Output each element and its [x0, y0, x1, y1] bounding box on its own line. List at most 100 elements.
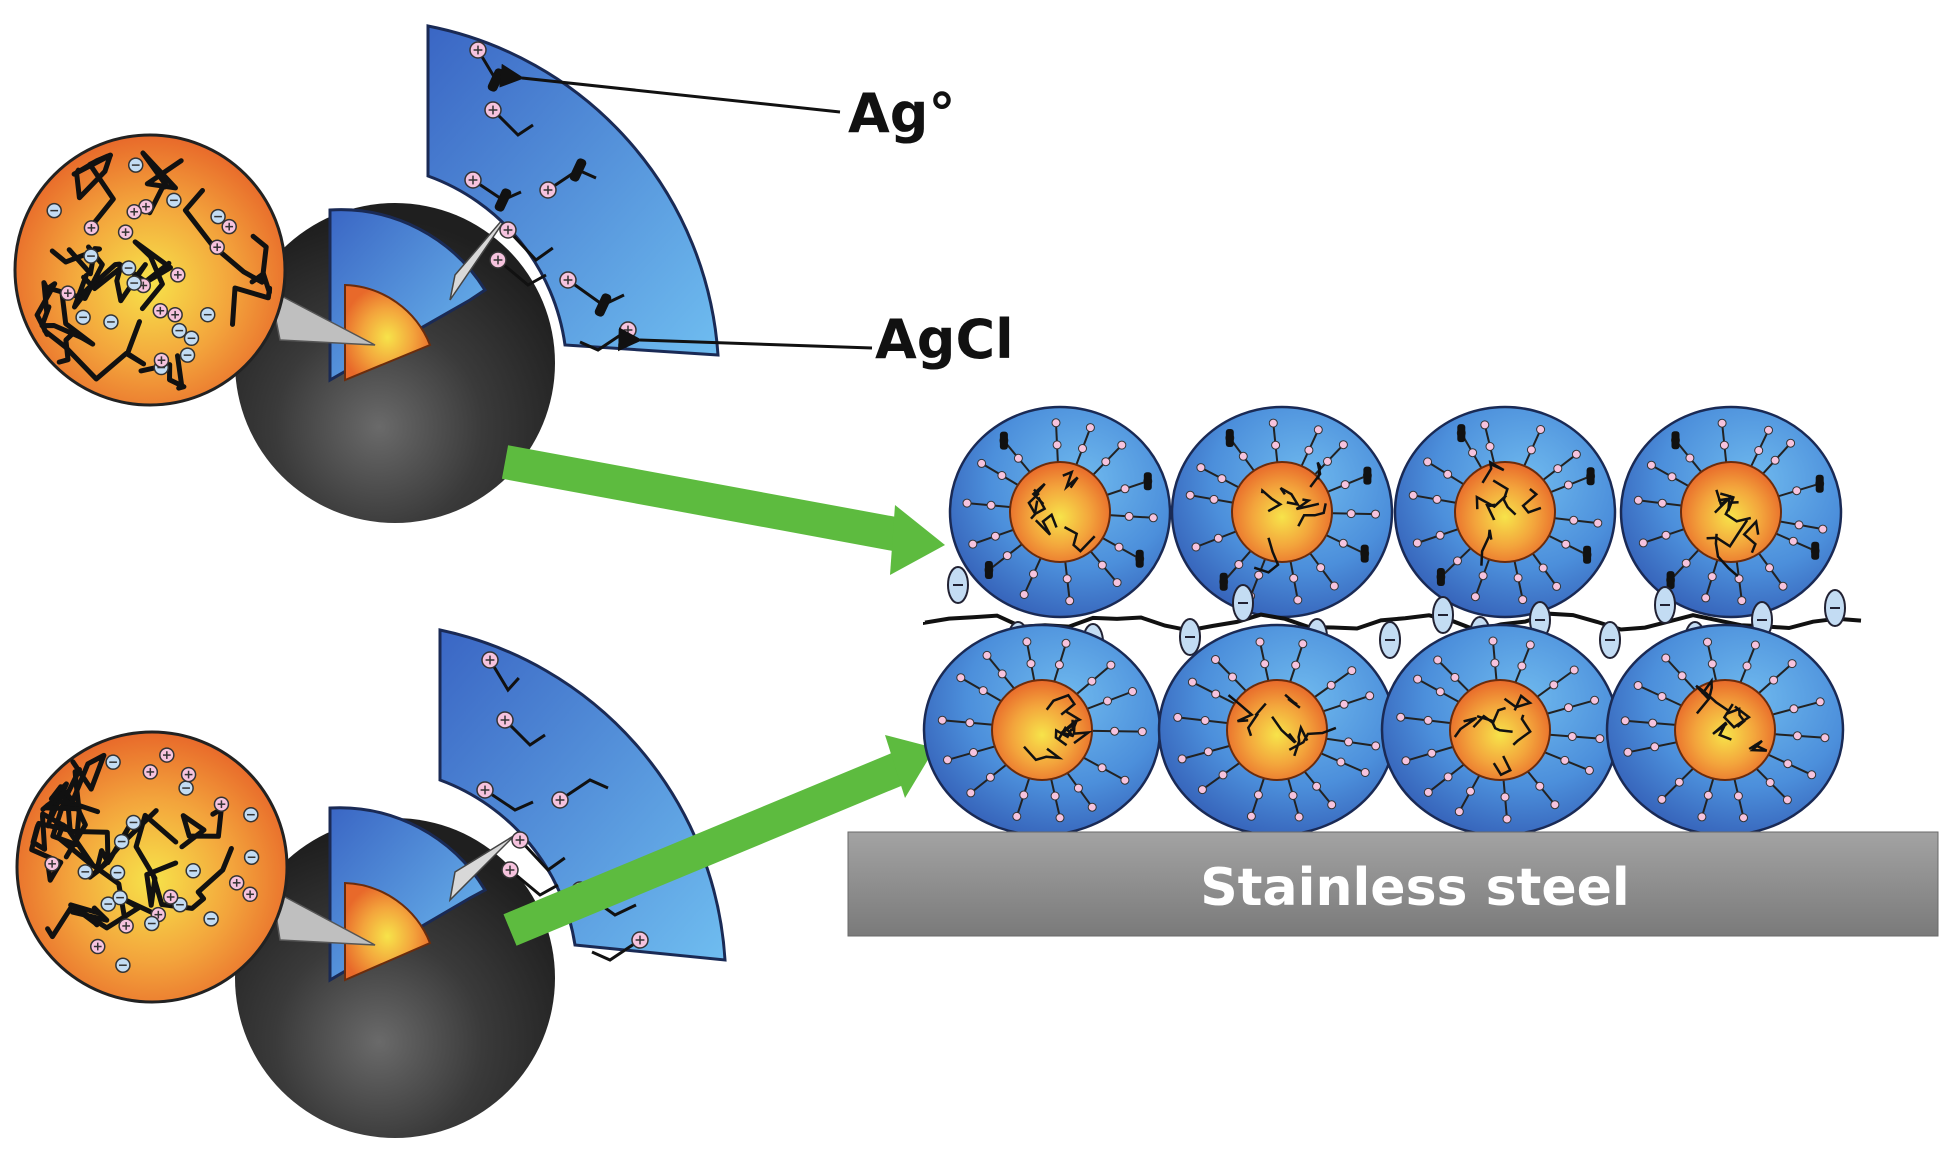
core-polymer-chain — [1033, 496, 1047, 515]
negative-charge-icon — [125, 814, 142, 831]
shell-polymer-chain — [509, 868, 559, 897]
positive-charge-icon — [469, 41, 487, 59]
negative-charge-icon — [109, 864, 126, 881]
cutaway-core-bottom — [344, 881, 432, 982]
negative-charge-icon — [199, 306, 216, 323]
positive-charge-icon — [90, 938, 106, 955]
ions-bottom — [44, 747, 260, 973]
negative-charge-icon — [1654, 586, 1676, 624]
negative-charge-icon — [243, 806, 259, 823]
core-polymer-chain — [1512, 714, 1532, 746]
core-polymer-chain — [1034, 512, 1058, 536]
negative-charge-icon — [1432, 596, 1454, 634]
positive-charge-icon — [559, 271, 577, 289]
polymer-chain — [29, 820, 71, 883]
positive-charge-icon — [489, 251, 507, 269]
core-polymer-chain — [1695, 677, 1713, 715]
nanoparticle-core — [1454, 461, 1556, 563]
polymer-chain — [48, 752, 107, 804]
positive-charge-icon — [83, 220, 100, 236]
silver-nanoparticle-icon — [569, 158, 587, 182]
negative-charge-icon — [126, 275, 142, 291]
silver-nanoparticle-icon — [1219, 572, 1228, 591]
green-arrow-top — [501, 445, 945, 575]
negative-charge-icon — [210, 208, 226, 225]
silver-nanoparticle-icon — [1143, 472, 1152, 491]
polymer-chain — [182, 188, 269, 285]
coated-nanoparticle — [1380, 623, 1620, 837]
bottom-particle-group — [15, 628, 727, 1138]
negative-charge-icon — [112, 889, 128, 906]
polymer-chain — [40, 792, 88, 860]
positive-charge-icon — [496, 711, 514, 729]
ag0-label: Ag° — [848, 82, 955, 145]
polymer-chain — [81, 262, 148, 304]
positive-charge-icon — [170, 267, 186, 283]
polymer-chain — [150, 846, 234, 911]
core-polymer-chain — [1748, 739, 1768, 752]
negative-charge-icon — [83, 248, 99, 264]
negative-charge-icon — [127, 157, 144, 173]
dark-particle-bottom — [235, 818, 555, 1138]
positive-charge-icon — [631, 931, 649, 949]
core-polymer-chain — [1725, 707, 1746, 728]
core-polymer-chain — [1260, 488, 1283, 513]
shell-polymer-chain — [491, 108, 534, 137]
positive-charge-icon — [213, 796, 230, 812]
polymer-chain — [42, 319, 147, 382]
coated-nanoparticle — [1170, 405, 1394, 619]
negative-charge-icon — [243, 849, 260, 866]
silver-nanoparticle-icon — [984, 561, 993, 579]
shell-polymer-chain — [488, 659, 520, 693]
polymer-chain — [49, 246, 102, 277]
core-polymer-chain — [1063, 526, 1096, 553]
coated-nanoparticle — [1619, 405, 1843, 619]
negative-charge-icon — [113, 833, 130, 850]
negative-charge-icon — [947, 566, 969, 604]
core-polymer-chain — [1714, 494, 1736, 514]
core-polymer-chain — [1065, 710, 1083, 732]
positive-charge-icon — [481, 651, 499, 669]
negative-charge-icon — [100, 896, 117, 912]
agcl-pointer-arrow — [617, 327, 873, 352]
shell-polymer-chain — [591, 938, 641, 962]
polymer-chain — [138, 353, 187, 391]
positive-charge-icon — [476, 781, 494, 799]
core-polymer-chain — [1057, 724, 1075, 741]
positive-charge-icon — [117, 224, 134, 240]
stainless-steel-substrate — [847, 831, 1939, 937]
negative-charge-icon — [1599, 621, 1621, 659]
silver-nanoparticle-icon — [1436, 568, 1445, 586]
green-arrow-bottom — [503, 735, 935, 946]
positive-charge-icon — [60, 285, 76, 301]
positive-charge-icon — [153, 352, 170, 368]
negative-charge-icon — [203, 911, 219, 927]
shell-polymer-chain — [506, 228, 554, 262]
positive-charge-icon — [44, 856, 60, 872]
particle-row-top — [948, 405, 1843, 619]
core-polymer-chain — [1724, 501, 1752, 523]
polymer-chain — [72, 261, 151, 310]
core-polymer-chain — [1297, 503, 1327, 527]
negative-charge-icon — [1824, 589, 1846, 627]
green-arrows — [501, 445, 945, 946]
core-polymer-chain — [1295, 498, 1320, 511]
positive-charge-icon — [551, 791, 569, 809]
positive-charge-icon — [209, 239, 225, 255]
positive-charge-icon — [484, 101, 502, 119]
silver-nanoparticle-icon — [999, 431, 1008, 450]
negative-charge-icon — [46, 202, 62, 219]
annotations: Ag° AgCl — [499, 63, 1014, 371]
positive-charge-icon — [180, 766, 197, 783]
nanoparticle-core — [991, 679, 1093, 781]
particle-row-bottom — [922, 623, 1845, 837]
shell-polymer-chain — [518, 838, 566, 872]
negative-charge-icon — [185, 863, 201, 879]
core-polymer-chain — [1062, 469, 1079, 491]
positive-charge-icon — [242, 886, 258, 903]
positive-charge-icon — [539, 181, 557, 199]
core-polymer-chain — [1453, 716, 1478, 738]
core-polymer-chain — [1045, 693, 1077, 716]
positive-charge-icon — [152, 302, 169, 319]
